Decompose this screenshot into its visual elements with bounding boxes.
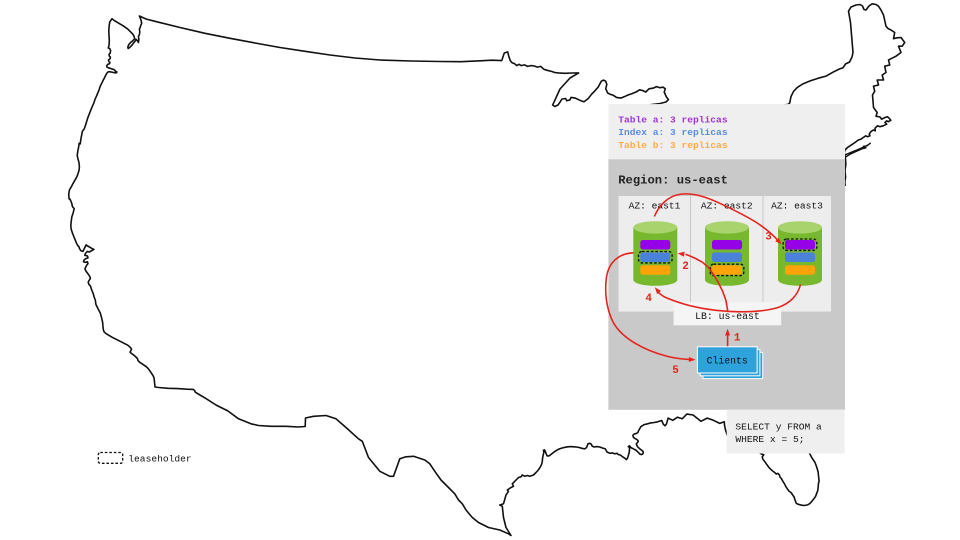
- svg-text:4: 4: [645, 293, 652, 305]
- svg-text:Table b: 3 replicas: Table b: 3 replicas: [618, 140, 728, 151]
- svg-text:AZ: east1: AZ: east1: [629, 200, 681, 211]
- svg-text:AZ: east3: AZ: east3: [771, 200, 823, 211]
- svg-text:Table a: 3 replicas: Table a: 3 replicas: [618, 115, 728, 126]
- svg-text:Region: us-east: Region: us-east: [618, 173, 728, 187]
- svg-text:1: 1: [734, 333, 741, 345]
- svg-text:WHERE x = 5;: WHERE x = 5;: [735, 434, 804, 445]
- svg-text:SELECT y FROM a: SELECT y FROM a: [735, 421, 822, 432]
- svg-text:3: 3: [765, 231, 772, 243]
- svg-text:2: 2: [682, 261, 689, 273]
- svg-text:leaseholder: leaseholder: [128, 454, 191, 465]
- svg-text:Index a: 3 replicas: Index a: 3 replicas: [618, 127, 728, 138]
- svg-text:LB: us-east: LB: us-east: [695, 311, 760, 322]
- svg-text:Clients: Clients: [707, 355, 748, 366]
- svg-text:5: 5: [672, 365, 679, 377]
